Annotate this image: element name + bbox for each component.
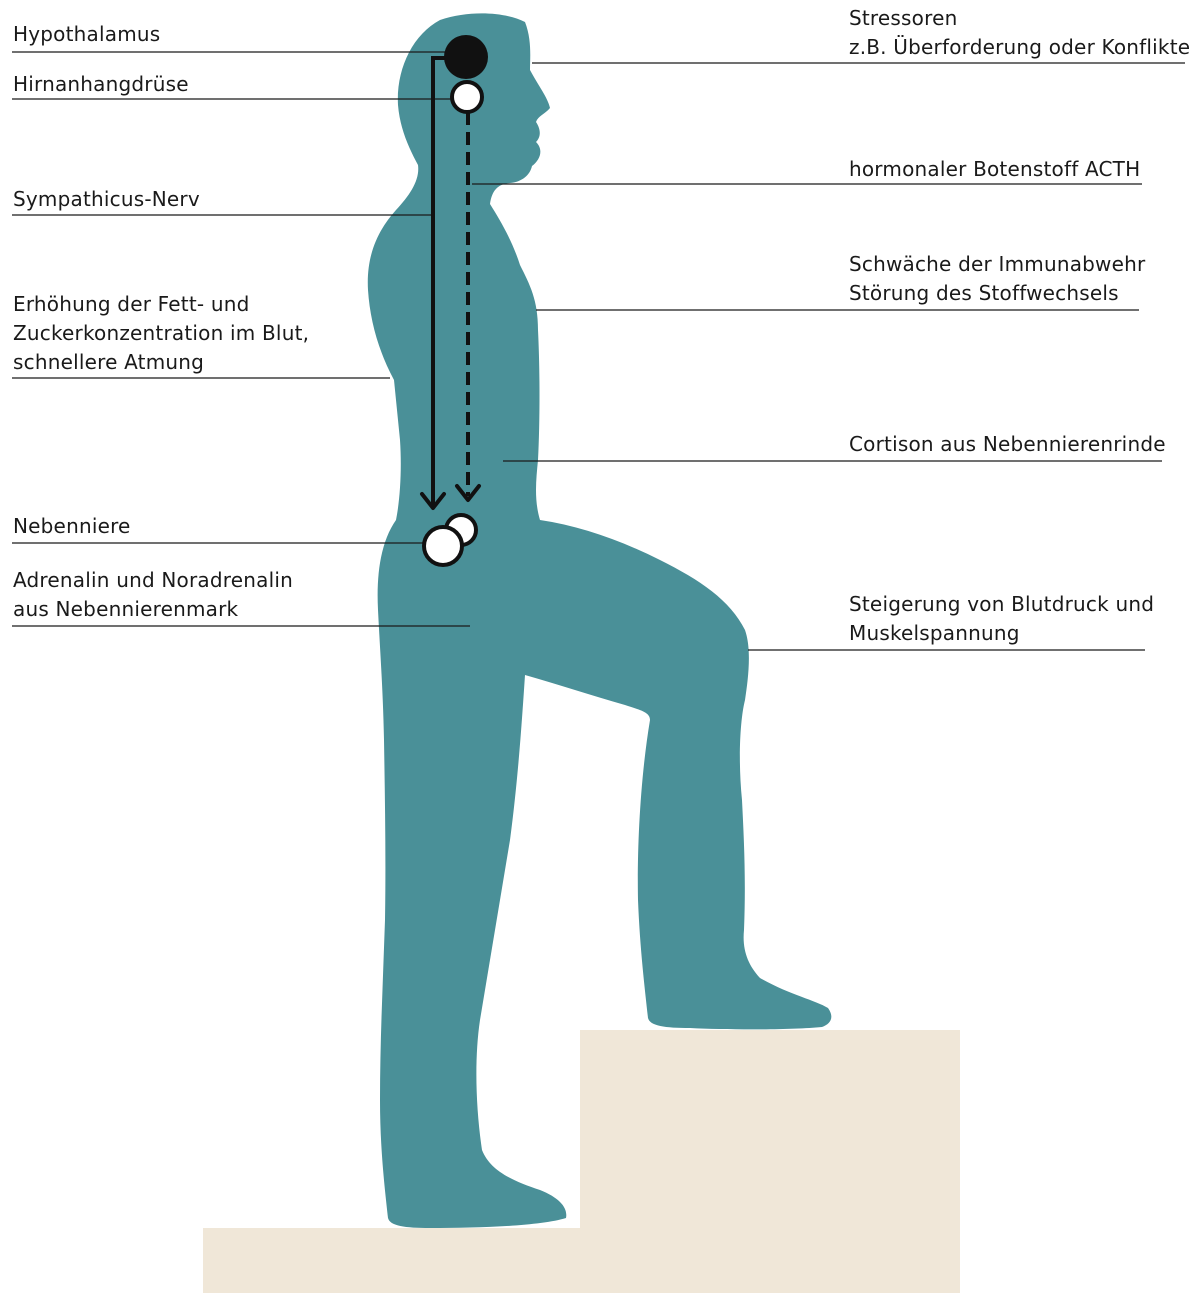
immune-line-2: Störung des Stoffwechsels: [849, 281, 1119, 305]
sympathetic-text: Sympathicus-Nerv: [13, 187, 200, 211]
effects-line-2: Zuckerkonzentration im Blut,: [13, 321, 310, 345]
effects-line-1: Erhöhung der Fett- und: [13, 292, 250, 316]
upper-step: [580, 1030, 960, 1230]
lower-step: [203, 1228, 960, 1293]
acth-text: hormonaler Botenstoff ACTH: [849, 157, 1141, 181]
label-cortisol: Cortison aus Nebennierenrinde: [849, 430, 1166, 459]
solid-arrow-head: [420, 492, 446, 510]
pituitary-text: Hirnanhangdrüse: [13, 72, 189, 96]
hypothalamus-dot: [444, 35, 488, 79]
pressure-line-1: Steigerung von Blutdruck und: [849, 592, 1155, 616]
immune-line-1: Schwäche der Immunabwehr: [849, 252, 1146, 276]
cortisol-text: Cortison aus Nebennierenrinde: [849, 432, 1166, 456]
label-sympathetic: Sympathicus-Nerv: [13, 185, 200, 214]
adrenalin-line-2: aus Nebennierenmark: [13, 597, 239, 621]
label-hypothalamus: Hypothalamus: [13, 20, 160, 49]
label-pituitary: Hirnanhangdrüse: [13, 70, 189, 99]
stressors-line-2: z.B. Überforderung oder Konflikte: [849, 35, 1191, 59]
label-adrenal: Nebenniere: [13, 512, 131, 541]
adrenalin-line-1: Adrenalin und Noradrenalin: [13, 568, 293, 592]
label-stressors: Stressoren z.B. Überforderung oder Konfl…: [849, 4, 1190, 62]
label-immune: Schwäche der Immunabwehr Störung des Sto…: [849, 250, 1145, 308]
label-acth: hormonaler Botenstoff ACTH: [849, 155, 1140, 184]
adrenal-text: Nebenniere: [13, 514, 131, 538]
human-silhouette: [367, 13, 832, 1228]
adrenal-medulla-circle: [422, 525, 464, 567]
dashed-arrow-head: [455, 484, 481, 502]
label-pressure: Steigerung von Blutdruck und Muskelspann…: [849, 590, 1154, 648]
label-adrenalin: Adrenalin und Noradrenalin aus Nebennier…: [13, 566, 293, 624]
label-effects: Erhöhung der Fett- und Zuckerkonzentrati…: [13, 290, 309, 377]
hypothalamus-text: Hypothalamus: [13, 22, 161, 46]
pressure-line-2: Muskelspannung: [849, 621, 1020, 645]
stressors-line-1: Stressoren: [849, 6, 958, 30]
effects-line-3: schnellere Atmung: [13, 350, 205, 374]
pituitary-circle: [450, 80, 484, 114]
